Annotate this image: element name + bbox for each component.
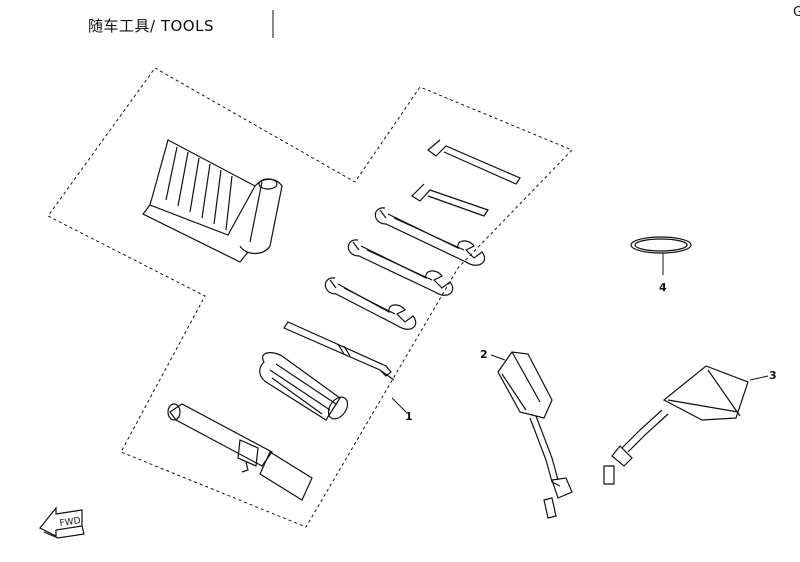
fwd-label: FWD: [59, 516, 81, 529]
tool-roll-icon: [142, 139, 283, 263]
mirror-icon: [497, 351, 573, 519]
mirror-icon: [603, 365, 749, 485]
open-end-wrench-icon: [324, 277, 417, 330]
callout-4: 4: [659, 281, 667, 294]
callout-3: 3: [769, 369, 777, 382]
fwd-arrow-icon: FWD: [39, 506, 85, 539]
open-end-wrench-icon: [347, 239, 454, 296]
callout-1: 1: [405, 410, 413, 423]
o-ring-icon: [630, 236, 692, 254]
page-title: 随车工具/ TOOLS: [88, 17, 214, 35]
tool-kit-boundary: [47, 67, 573, 528]
hex-key-icon: [411, 139, 521, 217]
callout-2: 2: [480, 348, 488, 361]
screwdriver-icon: [283, 321, 395, 381]
edge-mark: G: [793, 5, 800, 20]
leader-lines: [391, 253, 769, 413]
spark-plug-wrench-icon: [167, 403, 313, 501]
screwdriver-handle-icon: [259, 352, 349, 421]
open-end-wrench-icon: [374, 207, 486, 266]
